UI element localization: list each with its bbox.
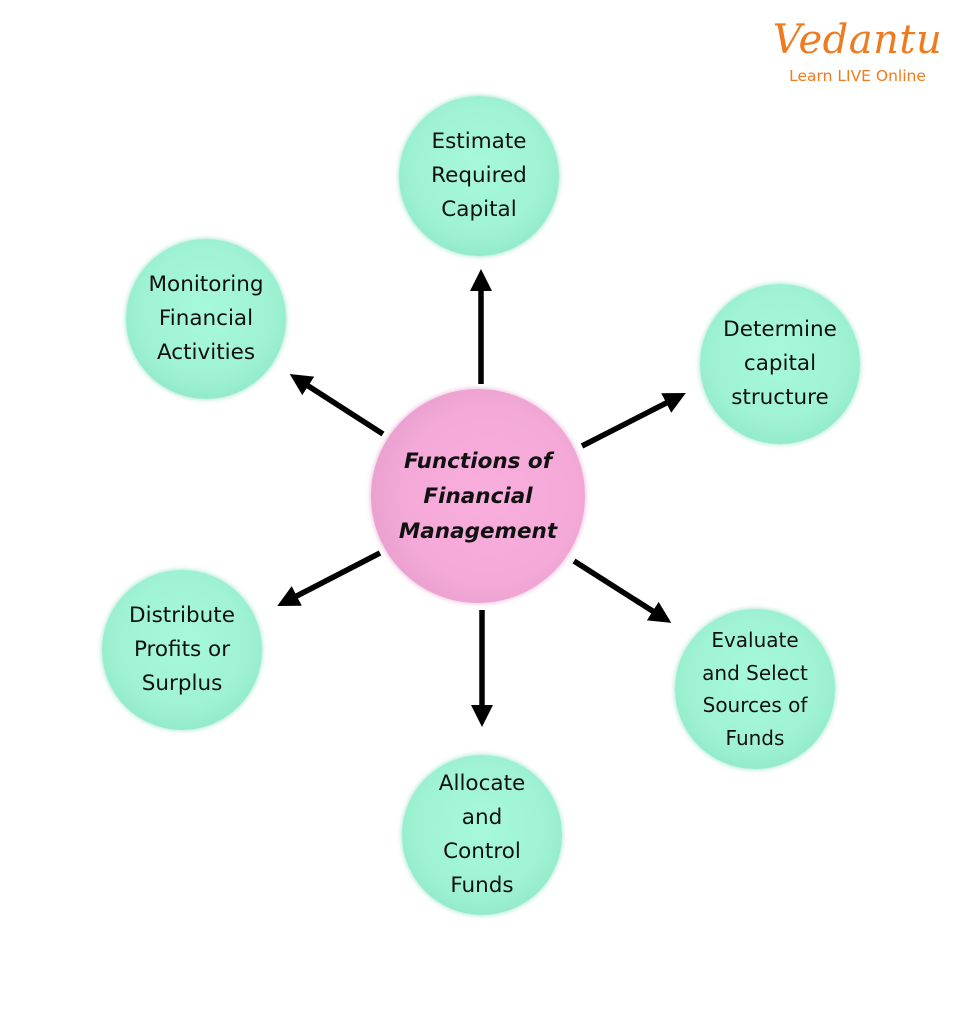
node-monitoring-financial-activities: Monitoring Financial Activities [126, 239, 286, 399]
node-line: Distribute [129, 603, 235, 628]
logo-tagline: Learn LIVE Online [789, 67, 926, 85]
center-line: Management [398, 518, 558, 544]
node-line: Funds [450, 873, 514, 898]
node-evaluate-and-select-sources-of-funds: Evaluate and Select Sources of Funds [675, 609, 835, 769]
logo-brand: Vedantu [772, 17, 943, 63]
arrow-to-evaluate [572, 558, 672, 623]
node-line: Activities [156, 340, 256, 365]
node-line: Financial [158, 306, 254, 331]
node-line: Control [443, 839, 521, 864]
node-line: Monitoring [148, 272, 264, 297]
center-line: Financial [423, 483, 533, 509]
node-line: and Select [702, 660, 808, 685]
node-line: Sources of [702, 693, 808, 717]
node-allocate-and-control-funds: Allocate and Control Funds [402, 755, 562, 915]
center-line: Functions of [403, 448, 553, 474]
node-line: Required [431, 163, 527, 188]
node-line: structure [731, 385, 829, 410]
arrow-to-determine [580, 392, 686, 449]
node-line: and [461, 805, 503, 830]
node-line: Capital [441, 197, 517, 222]
node-estimate-required-capital: Estimate Required Capital [399, 96, 559, 256]
node-line: Funds [725, 725, 785, 750]
vedantu-logo: Vedantu Learn LIVE Online [770, 18, 945, 90]
arrow-to-distribute [277, 550, 382, 607]
node-line: Determine [723, 317, 837, 342]
node-line: Evaluate [711, 628, 799, 652]
node-distribute-profits-or-surplus: Distribute Profits or Surplus [102, 570, 262, 730]
node-line: Estimate [431, 129, 527, 154]
center-node-functions-of-financial-management: Functions of Financial Management [371, 389, 585, 603]
node-line: Profits or [133, 637, 231, 662]
node-line: Surplus [141, 671, 223, 696]
arrow-to-monitoring [289, 374, 385, 437]
node-line: capital [743, 351, 817, 376]
node-line: Allocate [438, 771, 526, 796]
node-determine-capital-structure: Determine capital structure [700, 284, 860, 444]
